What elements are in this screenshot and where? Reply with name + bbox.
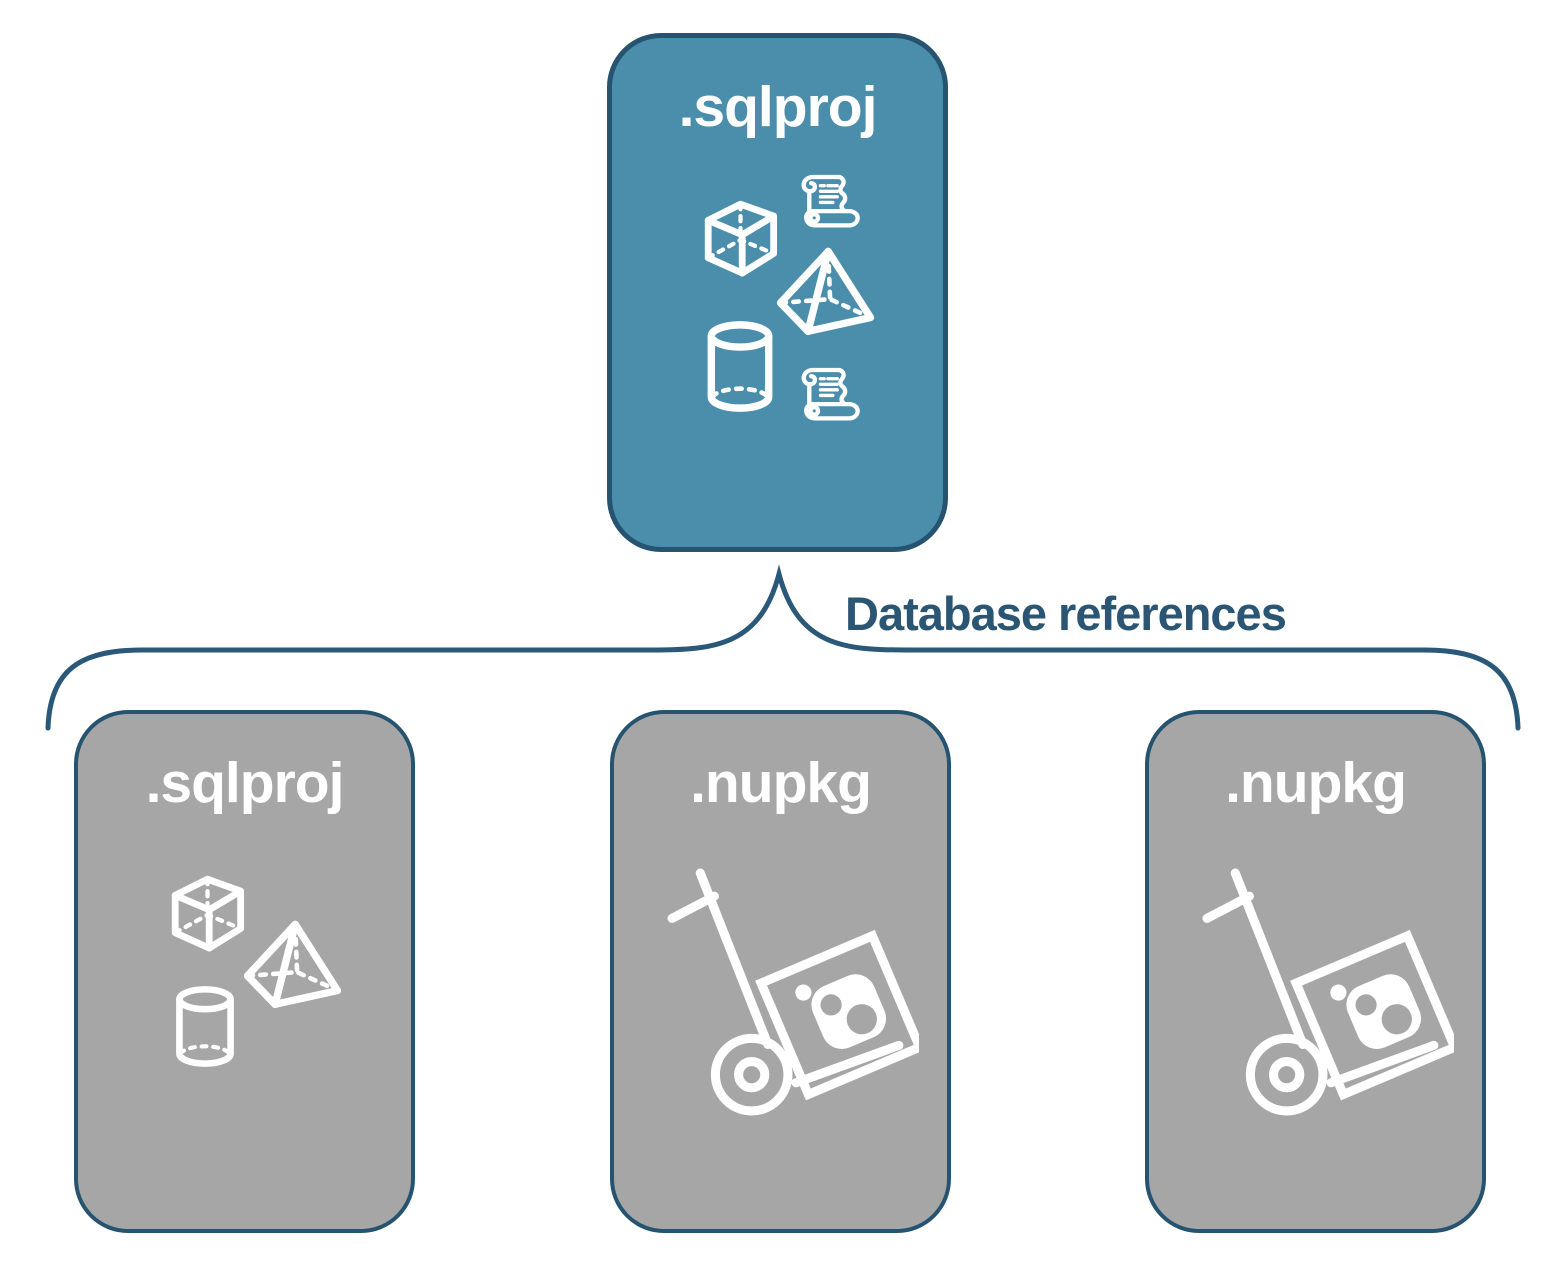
sqlproj-child-card: .sqlproj [74,710,415,1233]
card-title: .sqlproj [678,75,878,139]
pyramid-icon [775,244,876,336]
script-scroll-icon [800,365,862,424]
cube-icon [165,869,250,954]
card-title: .nupkg [1225,751,1407,815]
nuget-hand-truck-icon [667,867,919,1119]
nupkg-child-card-1: .nupkg [610,710,951,1233]
nupkg-child-card-2: .nupkg [1145,710,1486,1233]
nuget-hand-truck-icon [1202,867,1454,1119]
sqlproj-parent-card: .sqlproj [607,33,948,552]
cube-icon [698,194,783,279]
pyramid-icon [242,917,343,1009]
card-title: .nupkg [690,751,872,815]
cylinder-icon [172,985,238,1068]
connector-label: Database references [845,587,1287,640]
script-scroll-icon [800,172,862,231]
cylinder-icon [703,320,777,413]
card-title: .sqlproj [145,751,345,815]
